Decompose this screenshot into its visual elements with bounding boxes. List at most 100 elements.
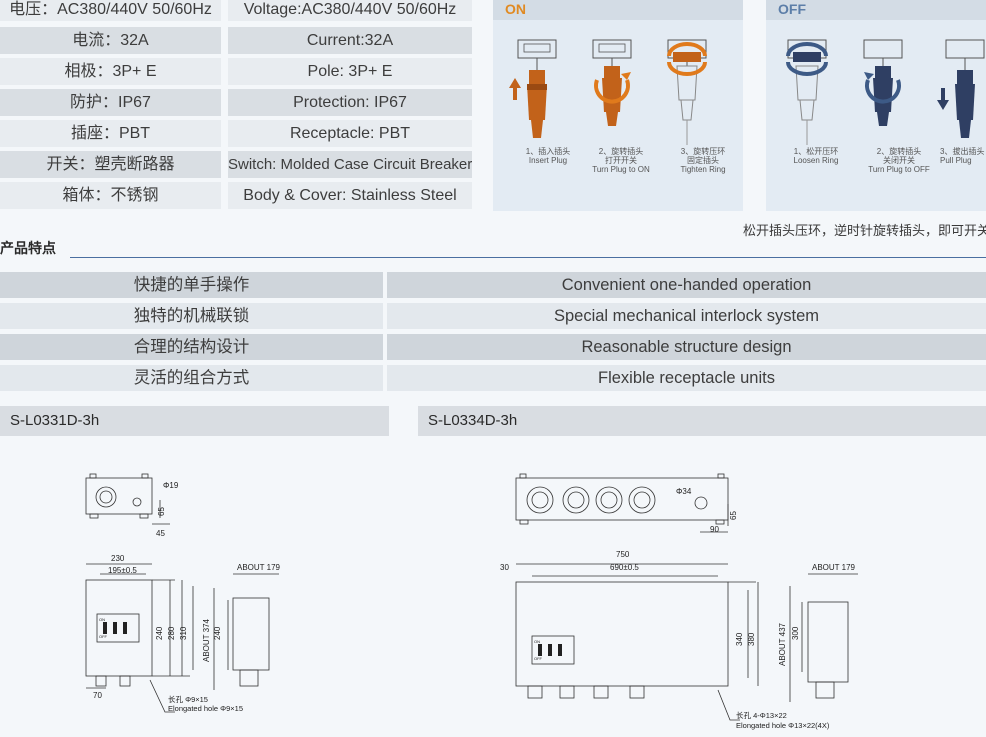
- spec-row-receptacle: 插座：PBT Receptacle: PBT: [0, 120, 472, 147]
- dim-340: 340: [735, 632, 744, 646]
- dim-195: 195±0.5: [108, 566, 137, 575]
- top-view-box: [515, 477, 729, 521]
- caption-cn: 3、拔出插头: [940, 147, 985, 156]
- off-heading: OFF: [766, 0, 986, 20]
- dim-30: 30: [500, 563, 509, 572]
- caption-en: Tighten Ring: [680, 165, 726, 174]
- drawing-s-l0334d: Φ34 65 90 750 30 690±0.5 340 380 ABOUT 1…: [500, 473, 858, 730]
- side-view-box: [232, 597, 270, 671]
- caption-en: Pull Plug: [940, 156, 972, 165]
- model-bar-right: S-L0334D-3h: [418, 406, 986, 436]
- drawing-s-l0331d: Φ19 65 45 230 195±0.5 240 280 310 ABOUT …: [85, 473, 281, 713]
- on-label: ON: [99, 617, 105, 622]
- pull-plug-figure: [937, 39, 985, 138]
- dim-about179: ABOUT 179: [237, 563, 281, 572]
- loosen-ring-figure: [786, 39, 828, 145]
- off-plug-illustration: [786, 39, 985, 145]
- spec-cn: 开关：塑壳断路器: [0, 151, 221, 178]
- caption-cn: 2、旋转插头: [598, 147, 644, 156]
- caption-cn: 2、旋转插头: [876, 147, 922, 156]
- hole-label-cn: 长孔 4-Φ13×22: [736, 710, 787, 720]
- dim-240b: 240: [213, 626, 222, 640]
- dim-750: 750: [616, 550, 630, 559]
- dim-280: 280: [167, 626, 176, 640]
- feature-row: 合理的结构设计 Reasonable structure design: [0, 334, 986, 360]
- dim-65: 65: [729, 511, 738, 520]
- features-divider: [70, 257, 986, 258]
- dim-240: 240: [155, 626, 164, 640]
- off-label: OFF: [99, 634, 108, 639]
- top-view-box: [85, 477, 153, 515]
- spec-en: Protection: IP67: [228, 89, 472, 116]
- dim-phi19: Φ19: [163, 481, 179, 490]
- dim-about437: ABOUT 437: [778, 622, 787, 666]
- caption-cn2: 固定插头: [687, 156, 719, 165]
- spec-en: Switch: Molded Case Circuit Breaker: [228, 151, 472, 178]
- dim-65: 65: [157, 507, 166, 516]
- on-step1-caption: 1、插入插头 Insert Plug: [513, 147, 583, 165]
- spec-en: Current:32A: [228, 27, 472, 54]
- feature-row: 灵活的组合方式 Flexible receptacle units: [0, 365, 986, 391]
- caption-cn2: 打开开关: [605, 156, 637, 165]
- caption-en: Loosen Ring: [793, 156, 839, 165]
- off-step1-caption: 1、松开压环 Loosen Ring: [781, 147, 851, 165]
- spec-en: Pole: 3P+ E: [228, 58, 472, 85]
- spec-en: Body & Cover: Stainless Steel: [228, 182, 472, 209]
- spec-cn: 电压：AC380/440V 50/60Hz: [0, 0, 221, 21]
- spec-en: Voltage:AC380/440V 50/60Hz: [228, 0, 472, 21]
- caption-cn2: 关闭开关: [883, 156, 915, 165]
- tighten-ring-figure: [667, 39, 707, 145]
- spec-row-voltage: 电压：AC380/440V 50/60Hz Voltage:AC380/440V…: [0, 0, 472, 21]
- off-label: OFF: [534, 656, 543, 661]
- caption-cn: 1、插入插头: [525, 147, 571, 156]
- feature-row: 快捷的单手操作 Convenient one-handed operation: [0, 272, 986, 298]
- dim-90: 90: [710, 525, 719, 534]
- hole-label-en: Elongated hole Φ13×22(4X): [736, 721, 830, 730]
- feature-en: Reasonable structure design: [387, 334, 986, 360]
- turn-plug-off-figure: [863, 39, 903, 126]
- feature-cn: 灵活的组合方式: [0, 365, 383, 391]
- hole-label-cn: 长孔 Φ9×15: [168, 694, 208, 704]
- spec-row-protection: 防护：IP67 Protection: IP67: [0, 89, 472, 116]
- feature-en: Convenient one-handed operation: [387, 272, 986, 298]
- off-step2-caption: 2、旋转插头 关闭开关 Turn Plug to OFF: [858, 147, 940, 174]
- on-heading: ON: [493, 0, 743, 20]
- spec-en: Receptacle: PBT: [228, 120, 472, 147]
- spec-row-current: 电流：32A Current:32A: [0, 27, 472, 54]
- on-step2-caption: 2、旋转插头 打开开关 Turn Plug to ON: [581, 147, 661, 174]
- model-bar-left: S-L0331D-3h: [0, 406, 389, 436]
- dim-about374: ABOUT 374: [202, 618, 211, 662]
- spec-row-switch: 开关：塑壳断路器 Switch: Molded Case Circuit Bre…: [0, 151, 472, 178]
- spec-row-body: 箱体：不锈钢 Body & Cover: Stainless Steel: [0, 182, 472, 209]
- spec-cn: 相极：3P+ E: [0, 58, 221, 85]
- feature-cn: 快捷的单手操作: [0, 272, 383, 298]
- dim-310: 310: [179, 626, 188, 640]
- insert-plug-figure: [509, 39, 557, 138]
- caption-cn: 3、旋转压环: [680, 147, 726, 156]
- on-plug-illustration: [509, 39, 707, 145]
- spec-row-pole: 相极：3P+ E Pole: 3P+ E: [0, 58, 472, 85]
- features-title: 产品特点: [0, 240, 56, 256]
- feature-cn: 独特的机械联锁: [0, 303, 383, 329]
- dim-230: 230: [111, 554, 125, 563]
- off-step3-caption: 3、拔出插头 Pull Plug: [940, 147, 986, 165]
- dim-about179: ABOUT 179: [812, 563, 856, 572]
- dim-phi34: Φ34: [676, 487, 692, 496]
- caption-cn: 1、松开压环: [793, 147, 839, 156]
- operation-note: 松开插头压环，逆时针旋转插头，即可开关: [742, 223, 986, 238]
- dim-45: 45: [156, 529, 165, 538]
- front-view-box: [515, 581, 729, 687]
- off-operation-panel: OFF 1、松开压环 Lo: [766, 0, 986, 211]
- feature-row: 独特的机械联锁 Special mechanical interlock sys…: [0, 303, 986, 329]
- on-operation-panel: ON: [493, 0, 743, 211]
- front-view-box: [85, 579, 153, 677]
- spec-cn: 防护：IP67: [0, 89, 221, 116]
- caption-en: Insert Plug: [528, 156, 568, 165]
- feature-en: Flexible receptacle units: [387, 365, 986, 391]
- caption-en: Turn Plug to ON: [592, 165, 650, 174]
- dim-70: 70: [93, 691, 102, 700]
- hole-label-en: Elongated hole Φ9×15: [168, 704, 243, 713]
- caption-en: Turn Plug to OFF: [868, 165, 930, 174]
- spec-cn: 插座：PBT: [0, 120, 221, 147]
- dim-380: 380: [747, 632, 756, 646]
